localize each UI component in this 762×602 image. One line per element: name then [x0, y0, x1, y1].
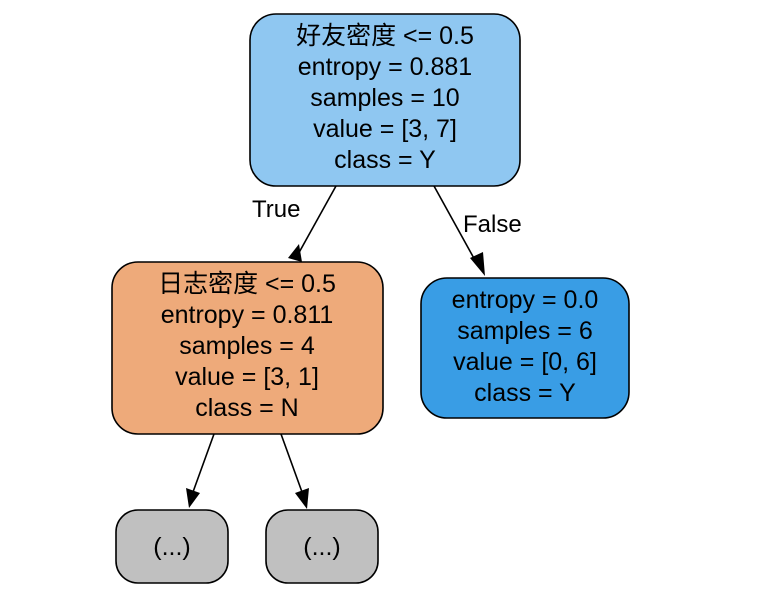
tree-node-left: 日志密度 <= 0.5 entropy = 0.811 samples = 4 … [111, 261, 384, 435]
node-samples: samples = 4 [179, 332, 315, 360]
node-value: value = [3, 1] [175, 363, 319, 391]
edge-left-to-truncated-right [280, 433, 309, 509]
node-ellipsis-label: (...) [153, 533, 191, 561]
tree-node-right: entropy = 0.0 samples = 6 value = [0, 6]… [420, 277, 630, 419]
node-box [265, 509, 379, 584]
edge-root-to-left [288, 185, 337, 262]
node-split-condition: 好友密度 <= 0.5 [296, 22, 474, 50]
node-value: value = [3, 7] [313, 115, 457, 143]
node-class: class = N [195, 394, 299, 422]
node-box [115, 509, 229, 584]
node-samples: samples = 6 [457, 317, 593, 345]
node-samples: samples = 10 [310, 84, 459, 112]
node-class: class = Y [334, 146, 436, 174]
tree-node-truncated-left: (...) [115, 509, 229, 584]
tree-node-truncated-right: (...) [265, 509, 379, 584]
tree-node-root: 好友密度 <= 0.5 entropy = 0.881 samples = 10… [249, 13, 521, 187]
node-class: class = Y [474, 379, 576, 407]
node-split-condition: 日志密度 <= 0.5 [158, 270, 336, 298]
node-box [111, 261, 384, 435]
edge-true-label: True [252, 196, 300, 223]
node-entropy: entropy = 0.0 [452, 286, 599, 314]
edge-left-to-truncated-left [186, 433, 215, 508]
node-ellipsis-label: (...) [303, 533, 341, 561]
edge-root-to-right [433, 185, 485, 276]
edge-false-label: False [463, 211, 522, 238]
node-entropy: entropy = 0.811 [161, 301, 334, 329]
node-box [249, 13, 521, 187]
node-entropy: entropy = 0.881 [298, 53, 472, 81]
node-value: value = [0, 6] [453, 348, 597, 376]
node-box [420, 277, 630, 419]
